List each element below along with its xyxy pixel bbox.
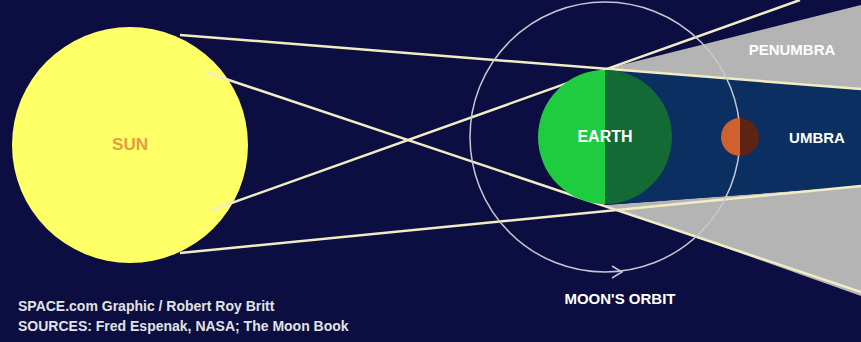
umbra-region [605,69,861,205]
ray-line [205,72,861,292]
moon-lit [721,118,740,156]
sun-disc [12,27,248,263]
node-text: UMBRA [789,129,845,146]
sun-circle: SUN [12,27,248,263]
moon-dark [740,118,759,156]
penumbra-label: PENUMBRA [745,39,840,60]
credit-note: SPACE.com Graphic / Robert Roy Britt [18,298,274,314]
umbra-label: UMBRA [785,127,849,148]
earth-circle: EARTH [538,70,672,204]
source-note: SOURCES: Fred Espenak, NASA; The Moon Bo… [18,318,349,334]
node-text: PENUMBRA [749,41,836,58]
node-text: SUN [112,135,148,155]
ray-line [212,0,800,210]
orbit-label: MOON'S ORBIT [564,290,675,307]
orbit-circle [470,2,740,272]
ray-line [180,35,861,89]
orbit-arrow [612,266,622,278]
node-text: EARTH [577,128,632,146]
